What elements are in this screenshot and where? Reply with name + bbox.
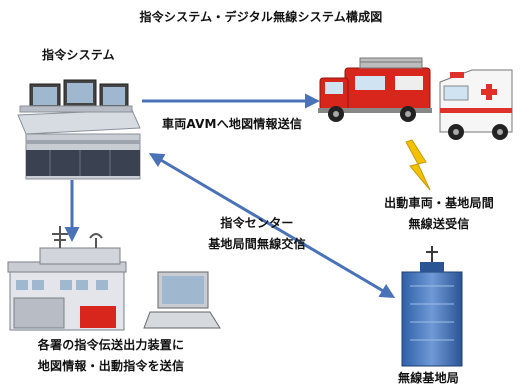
station-output-line-1: 各署の指令伝送出力装置に bbox=[37, 338, 185, 352]
command-center-line-2: 基地局間無線交信 bbox=[208, 237, 306, 251]
vehicle-station-label: 出動車両・基地局間 無線送受信 bbox=[364, 196, 514, 232]
command-center-line-1: 指令センター bbox=[220, 216, 294, 230]
command-system-label: 指令システム bbox=[42, 48, 115, 62]
avm-transmission-label: 車両AVMへ地図情報送信 bbox=[162, 117, 303, 131]
command-console-illustration bbox=[17, 79, 141, 180]
lightning-icon bbox=[405, 139, 431, 191]
arrow-bidirectional-center-base bbox=[148, 152, 396, 299]
station-output-label: 各署の指令伝送出力装置に 地図情報・出動指令を送信 bbox=[0, 338, 222, 374]
base-station-illustration bbox=[401, 246, 463, 367]
fire-truck-illustration bbox=[318, 57, 432, 122]
vehicle-station-line-2: 無線送受信 bbox=[408, 217, 470, 231]
laptop-terminal-illustration bbox=[143, 271, 221, 329]
station-output-line-2: 地図情報・出動指令を送信 bbox=[37, 359, 185, 373]
base-station-label: 無線基地局 bbox=[398, 371, 460, 385]
command-center-label: 指令センター 基地局間無線交信 bbox=[196, 216, 318, 252]
fire-station-illustration bbox=[7, 226, 127, 331]
ambulance-illustration bbox=[439, 69, 513, 140]
diagram-title: 指令システム・デジタル無線システム構成図 bbox=[139, 10, 383, 24]
vehicle-station-line-1: 出動車両・基地局間 bbox=[384, 196, 494, 210]
